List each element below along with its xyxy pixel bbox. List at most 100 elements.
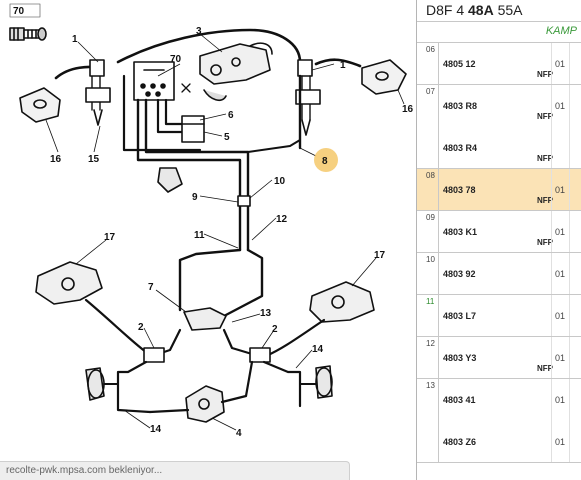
- callout-16-right[interactable]: 16: [402, 104, 414, 115]
- nfp-badge: NFP: [537, 154, 553, 163]
- column-divider: [551, 169, 552, 210]
- column-divider: [551, 253, 552, 294]
- column-divider: [569, 337, 570, 378]
- callout-3[interactable]: 3: [196, 26, 202, 37]
- nfp-badge: NFP: [537, 112, 553, 121]
- callout-14-left[interactable]: 14: [150, 424, 162, 435]
- column-divider: [569, 295, 570, 336]
- part-entry[interactable]: 4803 L7 01: [439, 299, 581, 333]
- callout-70-block[interactable]: 70: [170, 54, 182, 65]
- row-index: 08: [417, 169, 439, 210]
- part-number[interactable]: 4803 92: [443, 269, 476, 279]
- nfp-badge: NFP: [537, 70, 553, 79]
- column-divider: [551, 211, 552, 252]
- nfp-badge: NFP: [537, 364, 553, 373]
- quantity: 01: [555, 59, 566, 69]
- part-number[interactable]: 4805 12: [443, 59, 476, 69]
- column-divider: [551, 379, 552, 462]
- part-entry[interactable]: 4803 Z6 01: [439, 425, 581, 459]
- column-divider: [569, 169, 570, 210]
- row-index: 09: [417, 211, 439, 252]
- parts-list-pane[interactable]: [416, 0, 581, 480]
- row-index: 12: [417, 337, 439, 378]
- callout-8[interactable]: 8: [322, 156, 328, 167]
- column-divider: [551, 43, 552, 84]
- column-divider: [569, 379, 570, 462]
- callout-7[interactable]: 7: [148, 282, 154, 293]
- quantity: 01: [555, 227, 566, 237]
- part-number[interactable]: 4803 Z6: [443, 437, 477, 447]
- quantity: 01: [555, 311, 566, 321]
- part-number[interactable]: 4803 K1: [443, 227, 478, 237]
- column-divider: [551, 337, 552, 378]
- part-number[interactable]: 4803 R8: [443, 101, 478, 111]
- column-divider: [569, 43, 570, 84]
- part-number[interactable]: 4803 L7: [443, 311, 477, 321]
- quantity: 01: [555, 185, 566, 195]
- vehicle-code-bold: 48A: [468, 2, 494, 18]
- callout-11[interactable]: 11: [194, 230, 205, 241]
- quantity: 01: [555, 437, 566, 447]
- callout-10[interactable]: 10: [274, 176, 286, 187]
- callout-2-right[interactable]: 2: [272, 324, 278, 335]
- callout-highlight: [314, 148, 338, 172]
- callout-13[interactable]: 13: [260, 308, 272, 319]
- callout-12[interactable]: 12: [276, 214, 288, 225]
- nfp-badge: NFP: [537, 238, 553, 247]
- part-number[interactable]: 4803 Y3: [443, 353, 477, 363]
- part-entry[interactable]: 4803 R4 NFP: [439, 131, 581, 165]
- callout-2-left[interactable]: 2: [138, 322, 144, 333]
- part-entry[interactable]: 4803 41 01: [439, 383, 581, 417]
- part-number[interactable]: 4803 R4: [443, 143, 478, 153]
- brake-line-diagram[interactable]: 70 1 3 70 1 16 16 15 6 5 8 10 9 12 11 17…: [0, 0, 416, 461]
- quantity: 01: [555, 353, 566, 363]
- status-text: recolte-pwk.mpsa.com bekleniyor...: [6, 465, 163, 476]
- callout-4[interactable]: 4: [236, 428, 242, 439]
- vehicle-code-suffix: 55A: [493, 2, 523, 18]
- part-number[interactable]: 4803 78: [443, 185, 476, 195]
- quantity: 01: [555, 101, 566, 111]
- callout-1-left[interactable]: 1: [72, 34, 78, 45]
- callout-15[interactable]: 15: [88, 154, 100, 165]
- column-divider: [569, 211, 570, 252]
- bolt-icon: [9, 27, 47, 41]
- column-divider: [569, 253, 570, 294]
- quantity: 01: [555, 395, 566, 405]
- row-index: 10: [417, 253, 439, 294]
- column-divider: [569, 85, 570, 168]
- callout-5[interactable]: 5: [224, 132, 230, 143]
- diagram-pane[interactable]: 70 1 3 70 1 16 16 15 6 5 8 10 9 12 11 17…: [0, 0, 416, 480]
- nfp-badge: NFP: [537, 196, 553, 205]
- callout-17-right[interactable]: 17: [374, 250, 386, 261]
- vehicle-code-prefix: D8F 4: [426, 2, 469, 18]
- callout-14-right[interactable]: 14: [312, 344, 324, 355]
- callout-17-left[interactable]: 17: [104, 232, 116, 243]
- callout-70-bolt[interactable]: 70: [13, 6, 25, 17]
- callout-9[interactable]: 9: [192, 192, 198, 203]
- parts-row[interactable]: 11 4803 L7 01: [417, 295, 581, 337]
- callout-1-right[interactable]: 1: [340, 60, 346, 71]
- callout-6[interactable]: 6: [228, 110, 234, 121]
- row-index: 11: [417, 295, 439, 336]
- subtitle-divider: [417, 42, 581, 43]
- column-divider: [551, 85, 552, 168]
- header-divider: [417, 21, 581, 22]
- row-index: 07: [417, 85, 439, 168]
- row-index: 06: [417, 43, 439, 84]
- callout-16-left[interactable]: 16: [50, 154, 62, 165]
- part-number[interactable]: 4803 41: [443, 395, 476, 405]
- status-bar: recolte-pwk.mpsa.com bekleniyor...: [0, 461, 350, 480]
